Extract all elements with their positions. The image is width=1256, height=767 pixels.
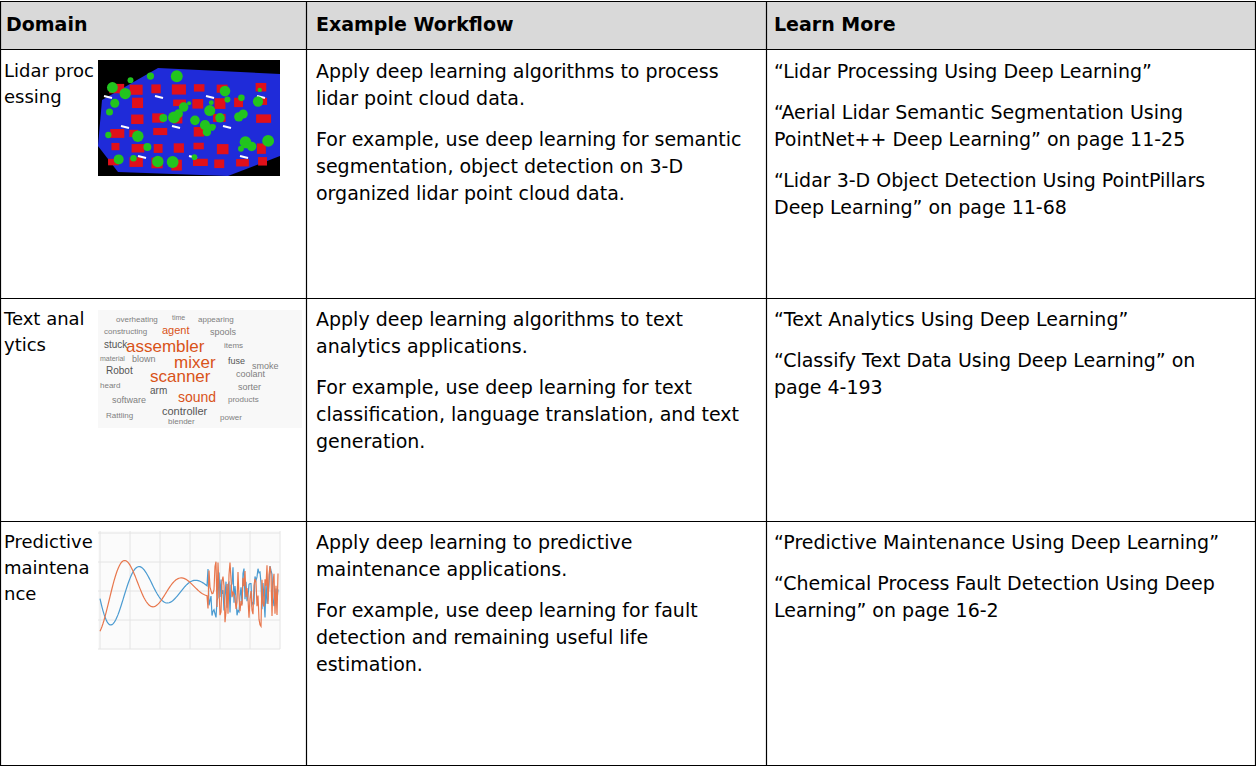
table-cell: “Text Analytics Using Deep Learning” “Cla… <box>774 306 1244 415</box>
cell-text: “Classify Text Data Using Deep Learning”… <box>774 347 1244 401</box>
cell-text: For example, use deep learning for seman… <box>316 126 756 207</box>
cell-text: “Lidar Processing Using Deep Learning” <box>774 58 1244 85</box>
cloud-word: time <box>172 314 185 321</box>
cell-text: Apply deep learning algorithms to proces… <box>316 58 756 112</box>
cell-text: “Text Analytics Using Deep Learning” <box>774 306 1244 333</box>
cloud-word: overheating <box>116 316 158 324</box>
table-cell: Lidar processing <box>4 58 94 124</box>
cell-text: Predictive maintenance <box>4 529 94 607</box>
cloud-word: agent <box>162 325 190 336</box>
table-cell: “Lidar Processing Using Deep Learning” “A… <box>774 58 1244 235</box>
cloud-word: sound <box>178 390 216 404</box>
cloud-word: material <box>100 355 125 362</box>
cloud-word: spools <box>210 328 236 337</box>
cloud-word: scanner <box>150 368 210 385</box>
table-header-cell: Domain <box>6 11 296 52</box>
cell-text: For example, use deep learning for fault… <box>316 597 756 678</box>
cloud-word: fuse <box>228 357 245 366</box>
cell-text: “Aerial Lidar Semantic Segmentation Usin… <box>774 99 1244 153</box>
table-cell: Apply deep learning algorithms to text a… <box>316 306 756 469</box>
lidar-thumbnail <box>98 60 280 176</box>
cell-text: Domain <box>6 11 296 38</box>
cloud-word: constructing <box>104 328 147 336</box>
cloud-word: stuck <box>104 340 127 350</box>
cell-text: Apply deep learning to predictive mainte… <box>316 529 756 583</box>
cloud-word: controller <box>162 406 207 417</box>
cloud-word: arm <box>150 386 167 396</box>
signal-thumbnail <box>98 531 280 649</box>
table-cell: “Predictive Maintenance Using Deep Learn… <box>774 529 1244 638</box>
cell-text: Learn More <box>774 11 1244 38</box>
cloud-word: Robot <box>106 366 133 376</box>
cell-text: Example Workflow <box>316 11 756 38</box>
cell-text: Text analytics <box>4 306 94 358</box>
cloud-word: sorter <box>238 383 261 392</box>
table-cell: Predictive maintenance <box>4 529 94 621</box>
cloud-word: coolant <box>236 370 265 379</box>
cloud-word: appearing <box>198 316 234 324</box>
cell-text: “Chemical Process Fault Detection Using … <box>774 570 1244 624</box>
cell-text: Lidar processing <box>4 58 94 110</box>
cloud-word: software <box>112 396 146 405</box>
cloud-word: products <box>228 396 259 404</box>
cloud-word: heard <box>100 382 120 390</box>
header-band <box>1 2 1256 50</box>
cell-text: “Predictive Maintenance Using Deep Learn… <box>774 529 1244 556</box>
wordcloud-ground <box>98 310 302 428</box>
cloud-word: blender <box>168 418 195 426</box>
cell-text: For example, use deep learning for text … <box>316 374 756 455</box>
cloud-word: blown <box>132 355 156 364</box>
table-header-cell: Example Workflow <box>316 11 756 52</box>
word-cloud: overheating time appearing constructing agen… <box>98 310 302 428</box>
cloud-word: Rattling <box>106 412 133 420</box>
table-cell: Apply deep learning to predictive mainte… <box>316 529 756 692</box>
cloud-word: assembler <box>126 338 204 355</box>
table-cell: Apply deep learning algorithms to proces… <box>316 58 756 221</box>
cell-text: “Lidar 3-D Object Detection Using PointP… <box>774 167 1244 221</box>
table-cell: Text analytics <box>4 306 94 372</box>
cloud-word: power <box>220 414 242 422</box>
cloud-word: items <box>224 342 243 350</box>
cell-text: Apply deep learning algorithms to text a… <box>316 306 756 360</box>
table-header-cell: Learn More <box>774 11 1244 52</box>
